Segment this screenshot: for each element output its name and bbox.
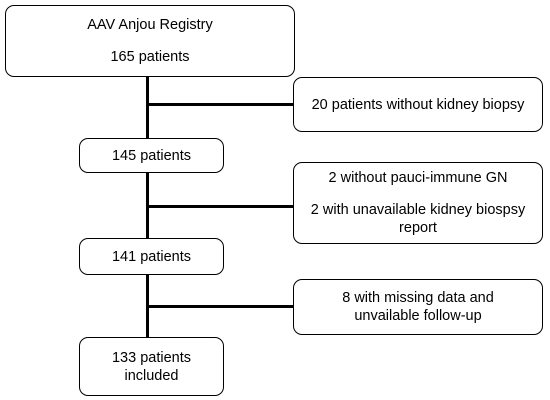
flow-connector-vertical xyxy=(146,77,149,138)
patients-141-label: 141 patients xyxy=(111,248,191,265)
exclusion-connector-horizontal xyxy=(146,103,293,106)
exclusion-no-biopsy-box: 20 patients without kidney biopsy xyxy=(293,77,543,132)
registry-box: AAV Anjou Registry 165 patients xyxy=(5,5,295,77)
exclusion-no-biopsy-text: 20 patients without kidney biopsy xyxy=(311,96,525,113)
patients-141-box: 141 patients xyxy=(79,238,224,275)
patients-145-box: 145 patients xyxy=(79,138,224,173)
patients-145-label: 145 patients xyxy=(111,147,191,164)
registry-count: 165 patients xyxy=(110,49,190,65)
exclusion-connector-horizontal xyxy=(146,305,293,308)
patients-included-box: 133 patients included xyxy=(79,337,224,396)
exclusion-followup-text: unvailable follow-up xyxy=(354,308,482,324)
patients-included-label: included xyxy=(124,367,179,384)
exclusion-gn-biopsy-box: 2 without pauci-immune GN 2 with unavail… xyxy=(293,162,543,244)
exclusion-missing-data-text: 8 with missing data and xyxy=(342,290,494,306)
exclusion-unavailable-report-text-cont: report xyxy=(399,220,437,236)
patients-included-count: 133 patients xyxy=(111,349,191,366)
exclusion-no-pauci-immune-text: 2 without pauci-immune GN xyxy=(328,170,508,186)
exclusion-connector-horizontal xyxy=(146,205,293,208)
exclusion-missing-data-box: 8 with missing data and unvailable follo… xyxy=(293,279,543,335)
registry-title: AAV Anjou Registry xyxy=(87,17,213,33)
exclusion-unavailable-report-text: 2 with unavailable kidney biospsy xyxy=(310,202,526,218)
